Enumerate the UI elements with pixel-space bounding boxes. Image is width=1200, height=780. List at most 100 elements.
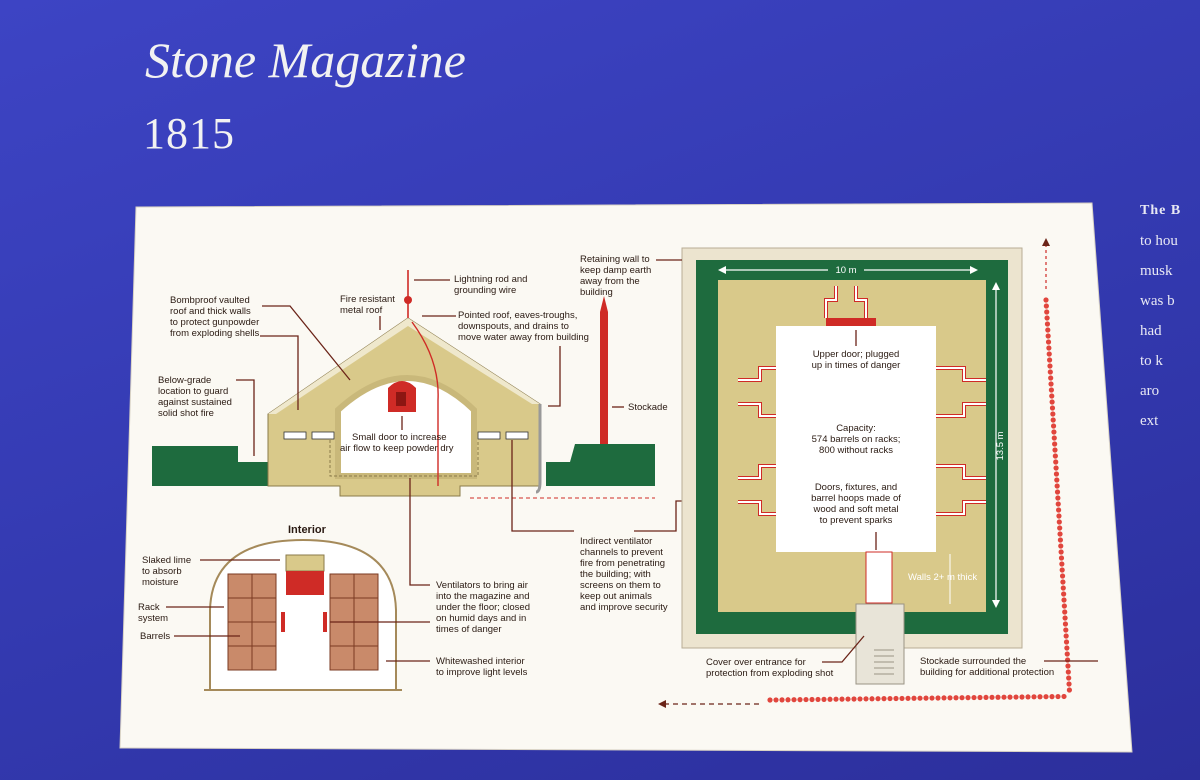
grounding-wire	[411, 321, 439, 486]
stockade-post-dot	[1037, 694, 1043, 700]
stockade-post-dot	[821, 696, 827, 702]
label-retaining-wall-1: Retaining wall to	[580, 254, 650, 265]
stockade-post-dot	[797, 697, 803, 703]
side-text-line: was b	[1140, 293, 1175, 309]
stockade-post-dot	[1065, 657, 1071, 663]
vent-channel-right-upper	[936, 366, 986, 418]
label-cover-entrance-1: Cover over entrance for	[706, 657, 806, 668]
vault-interior	[335, 375, 477, 479]
slaked-lime-box	[285, 554, 325, 572]
stockade-post-dot	[1063, 639, 1070, 645]
stockade-post	[600, 312, 608, 444]
label-indirect-vent-2: channels to prevent	[580, 547, 663, 558]
cross-section-labels: Lightning rod and grounding wire Fire re…	[158, 274, 668, 456]
width-label-bg	[828, 263, 864, 276]
stockade-post-dot	[1059, 573, 1066, 579]
ground-ditch-left	[232, 446, 268, 486]
stockade-post-dot	[1059, 567, 1065, 573]
underfloor-channel	[329, 440, 479, 477]
vent-slot	[477, 431, 501, 440]
stockade-post-dot	[1060, 579, 1066, 585]
stockade-post-dot	[977, 694, 983, 701]
stockade-post-dot	[1063, 633, 1069, 639]
label-indirect-vent-3: fire from penetrating	[580, 558, 665, 569]
stockade-post-dot	[971, 694, 977, 701]
label-indirect-vent-6: keep out animals	[580, 591, 652, 602]
label-indirect-vent-4: the building; with	[580, 569, 651, 580]
small-door-opening	[396, 392, 406, 406]
side-text-line: musk	[1140, 263, 1173, 279]
label-stockade: Stockade	[628, 402, 668, 413]
vent-slot	[311, 431, 335, 440]
stockade-post-dot	[1055, 693, 1061, 700]
stockade-post-dot	[1066, 687, 1072, 693]
label-capacity-3: 800 without racks	[819, 445, 893, 456]
stockade-post-dot	[1062, 615, 1068, 621]
length-label: 13.5 m	[995, 431, 1006, 460]
stockade-post-dot	[1047, 363, 1053, 369]
stockade-post-dot	[1049, 393, 1055, 399]
label-upper-door-2: up in times of danger	[812, 360, 901, 371]
label-pointed-roof-1: Pointed roof, eaves-troughs,	[458, 310, 577, 321]
entrance-passage	[865, 551, 893, 605]
stockade-post-dot	[1053, 465, 1059, 471]
stockade-post-dot	[1057, 531, 1063, 537]
lightning-rod-ball	[404, 296, 412, 304]
leader-line	[262, 305, 351, 381]
stockade-post-dot	[1056, 519, 1062, 525]
cross-section	[152, 270, 655, 499]
label-below-grade-3: against sustained	[158, 397, 232, 408]
label-doors-fixtures-4: to prevent sparks	[820, 515, 893, 526]
stockade-post-dot	[1061, 603, 1067, 609]
entrance-cover	[855, 603, 905, 685]
walls-label: Walls 2+ m thick	[908, 572, 977, 583]
stockade-post-dot	[827, 696, 833, 702]
label-ventilators-2: into the magazine and	[436, 591, 529, 602]
label-ventilators-4: on humid days and in	[436, 613, 526, 624]
stockade-post-dot	[1048, 387, 1054, 393]
stockade-post-dot	[1058, 549, 1064, 555]
stockade-post-dot	[1054, 483, 1060, 489]
stockade-post-dot	[869, 696, 875, 702]
vent-channel-left-lower	[738, 464, 776, 516]
stockade-post-dot	[947, 695, 953, 701]
stockade-post-dot	[1050, 423, 1057, 429]
ground-right	[575, 444, 655, 486]
stockade-post-dot	[1047, 369, 1053, 375]
stockade-post-dot	[839, 696, 845, 702]
label-below-grade-2: location to guard	[158, 386, 228, 397]
stockade-post-dot	[965, 695, 971, 701]
stockade-post-dot	[1013, 694, 1019, 700]
arrow-head	[992, 282, 1000, 290]
stockade-post-dot	[917, 695, 923, 701]
label-retaining-wall-4: building	[580, 287, 613, 298]
stockade-post-dot	[779, 697, 785, 703]
stockade-post-dot	[887, 695, 893, 702]
stockade-post-dot	[1044, 309, 1050, 315]
stockade-post-dot	[1044, 315, 1050, 321]
stockade-post-dot	[791, 697, 797, 703]
label-fire-roof-1: Fire resistant	[340, 294, 395, 305]
slaked-lime-tray	[286, 571, 324, 595]
label-upper-door-1: Upper door; plugged	[813, 349, 900, 360]
side-text-line: The B	[1140, 203, 1182, 218]
stockade-post-dot	[1066, 675, 1072, 681]
stockade-post-dot	[1059, 561, 1065, 567]
label-doors-fixtures-1: Doors, fixtures, and	[815, 482, 897, 493]
stockade-post-dot	[1066, 681, 1072, 687]
ground-ditch-right	[546, 444, 575, 486]
entrance-steps	[874, 649, 894, 675]
stockade-post-dot	[1007, 694, 1013, 700]
stockade-post-dot	[989, 694, 995, 700]
leader-line	[409, 478, 430, 586]
label-bombproof-4: from exploding shells	[170, 328, 259, 339]
label-indirect-vent-1: Indirect ventilator	[580, 536, 652, 547]
label-fire-roof-2: metal roof	[340, 305, 383, 316]
vent-slot	[283, 431, 307, 440]
stockade-post-dot	[893, 695, 899, 702]
label-rack-1: Rack	[138, 602, 160, 613]
stockade-post-dot	[1062, 609, 1068, 615]
upper-door	[826, 318, 876, 326]
stockade-post-dot	[1054, 477, 1060, 483]
stockade-post-dot	[1049, 694, 1055, 700]
